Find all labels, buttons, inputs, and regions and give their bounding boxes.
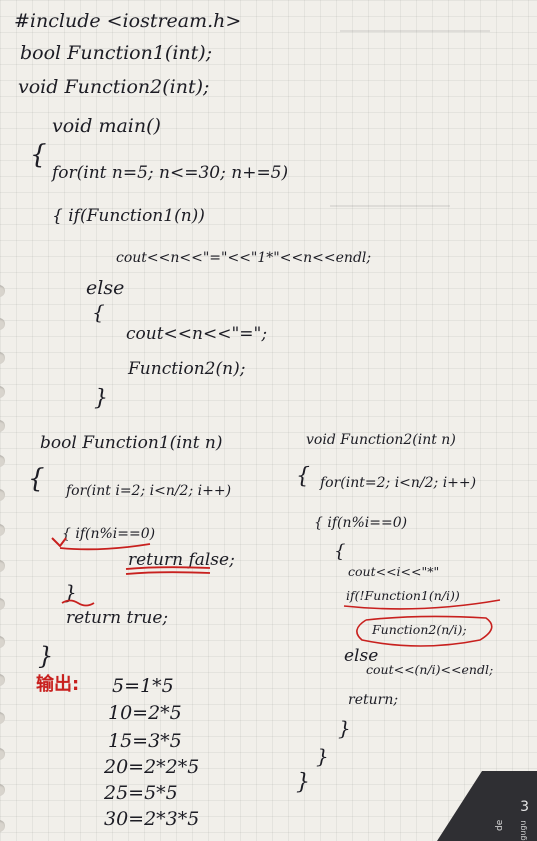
- function2-declaration: void Function2(int);: [18, 76, 210, 98]
- ring-hole: [0, 636, 5, 648]
- function2-close-brace-1: }: [338, 716, 351, 740]
- function2-else: else: [344, 646, 379, 666]
- red-underline: [59, 543, 151, 551]
- ring-hole: [0, 674, 5, 686]
- function1-for-loop: for(int i=2; i<n/2; i++): [66, 483, 232, 499]
- ring-hole: [0, 598, 5, 610]
- function1-if-line: { if(n%i==0): [62, 526, 156, 542]
- function2-inner-open-brace: {: [334, 541, 346, 562]
- function2-for-loop: for(int=2; i<n/2; i++): [320, 475, 477, 491]
- ring-hole: [0, 748, 5, 760]
- main-if-line: { if(Function1(n)): [52, 206, 205, 226]
- ring-hole: [0, 560, 5, 572]
- output-line: 15=3*5: [108, 730, 182, 752]
- main-cout-prime: cout<<n<<"="<<"1*"<<n<<endl;: [116, 250, 372, 266]
- ring-hole: [0, 820, 5, 832]
- function2-open-brace: {: [296, 464, 310, 489]
- function2-recursive-call: Function2(n/i);: [372, 622, 467, 637]
- function1-close-brace: }: [38, 642, 54, 670]
- main-else: else: [86, 277, 125, 299]
- main-call-function2: Function2(n);: [128, 359, 246, 379]
- function2-signature: void Function2(int n): [306, 432, 456, 448]
- output-label: 输出:: [36, 674, 80, 695]
- ring-hole: [0, 318, 5, 330]
- ring-hole: [0, 386, 5, 398]
- bleed-through-mark: [330, 205, 450, 207]
- booklet-corner: de 3 gugu: [437, 771, 537, 841]
- ring-hole: [0, 420, 5, 432]
- ring-hole: [0, 784, 5, 796]
- function1-signature: bool Function1(int n): [40, 433, 223, 453]
- function1-return-true: return true;: [66, 608, 169, 628]
- main-else-close-brace: }: [94, 386, 108, 411]
- function2-close-brace-3: }: [296, 770, 310, 795]
- function2-cout-factor: cout<<i<<"*": [348, 564, 440, 579]
- ring-hole: [0, 524, 5, 536]
- booklet-subtext: gugu: [518, 820, 528, 841]
- function2-cout-else: cout<<(n/i)<<endl;: [366, 662, 494, 677]
- function2-if-line: { if(n%i==0): [314, 515, 408, 531]
- function1-return-false: return false;: [128, 550, 235, 570]
- include-line: #include <iostream.h>: [14, 10, 242, 32]
- function1-open-brace: {: [28, 464, 45, 494]
- main-else-open-brace: {: [92, 300, 105, 324]
- bleed-through-mark: [340, 30, 490, 32]
- ring-hole: [0, 489, 5, 501]
- red-underline: [125, 571, 211, 575]
- main-cout-composite: cout<<n<<"=";: [126, 324, 268, 344]
- output-line: 5=1*5: [112, 675, 174, 697]
- booklet-tag: de: [495, 819, 505, 831]
- ring-hole: [0, 285, 5, 297]
- main-for-loop: for(int n=5; n<=30; n+=5): [52, 163, 289, 183]
- output-line: 30=2*3*5: [104, 808, 200, 830]
- function2-close-brace-2: }: [316, 744, 329, 768]
- ring-hole: [0, 455, 5, 467]
- function2-if-not-prime: if(!Function1(n/i)): [346, 588, 460, 603]
- ring-hole: [0, 712, 5, 724]
- function1-declaration: bool Function1(int);: [20, 42, 213, 64]
- output-line: 25=5*5: [104, 782, 178, 804]
- function1-close-for-brace: }: [64, 580, 77, 604]
- booklet-number: 3: [520, 799, 529, 815]
- output-line: 10=2*5: [108, 702, 182, 724]
- main-open-brace: {: [30, 140, 47, 170]
- main-signature: void main(): [52, 115, 161, 137]
- output-line: 20=2*2*5: [104, 756, 200, 778]
- ring-hole: [0, 352, 5, 364]
- function2-return: return;: [348, 692, 399, 708]
